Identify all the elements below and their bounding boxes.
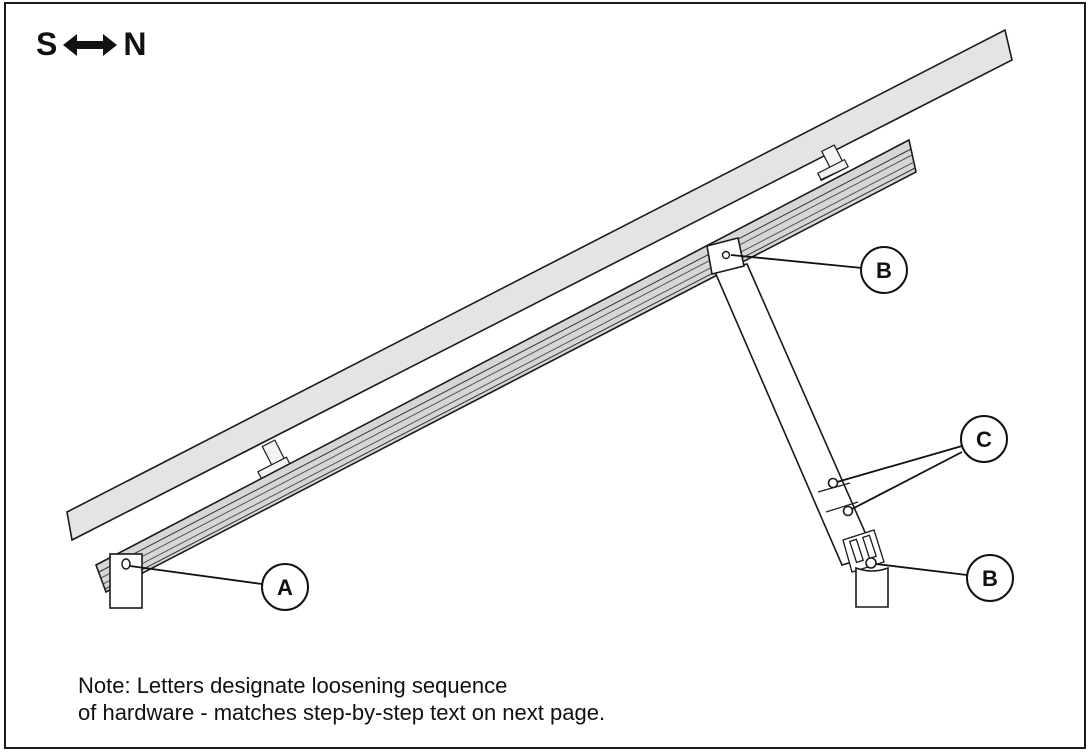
callout-a: A xyxy=(261,563,309,611)
panel-clamp-lower xyxy=(257,439,292,481)
panel-clamp-upper xyxy=(817,144,849,182)
leg-bolt-upper xyxy=(827,477,839,489)
callout-b-top: B xyxy=(860,246,908,294)
double-arrow-icon xyxy=(63,33,118,56)
leader-line-b-top xyxy=(730,254,863,269)
leader-line-b-bottom xyxy=(875,563,968,576)
callout-b-top-label: B xyxy=(876,258,892,283)
callout-a-label: A xyxy=(277,575,293,600)
rear-leg xyxy=(713,263,877,566)
note-line-2: of hardware - matches step-by-step text … xyxy=(78,700,606,725)
compass-north-label: N xyxy=(123,26,147,62)
callout-b-bottom-label: B xyxy=(982,566,998,591)
callout-b-bottom: B xyxy=(966,554,1014,602)
rail-groove-line xyxy=(102,161,915,585)
callout-c-label: C xyxy=(976,427,992,452)
rear-foot xyxy=(855,566,889,608)
leader-line-c-upper xyxy=(836,445,963,483)
front-foot-bolt xyxy=(121,558,131,570)
upper-bracket-bolt xyxy=(721,250,731,260)
rail-edge-line xyxy=(104,167,916,590)
rear-leg-sleeve-edge xyxy=(825,501,859,513)
rear-hinge-bolt xyxy=(865,557,877,569)
figure-border xyxy=(4,2,1086,749)
leg-bolt-lower xyxy=(842,505,854,517)
compass-south-label: S xyxy=(36,26,58,62)
note-line-1: Note: Letters designate loosening sequen… xyxy=(78,673,508,698)
leader-line-a xyxy=(129,565,263,585)
rail-edge-line xyxy=(98,148,912,573)
rail-groove-line xyxy=(100,154,913,579)
callout-c: C xyxy=(960,415,1008,463)
solar-panel xyxy=(66,28,1013,542)
leader-line-c-lower xyxy=(851,451,963,510)
compass-indicator: S N xyxy=(36,26,146,63)
note-text: Note: Letters designate loosening sequen… xyxy=(78,672,605,726)
